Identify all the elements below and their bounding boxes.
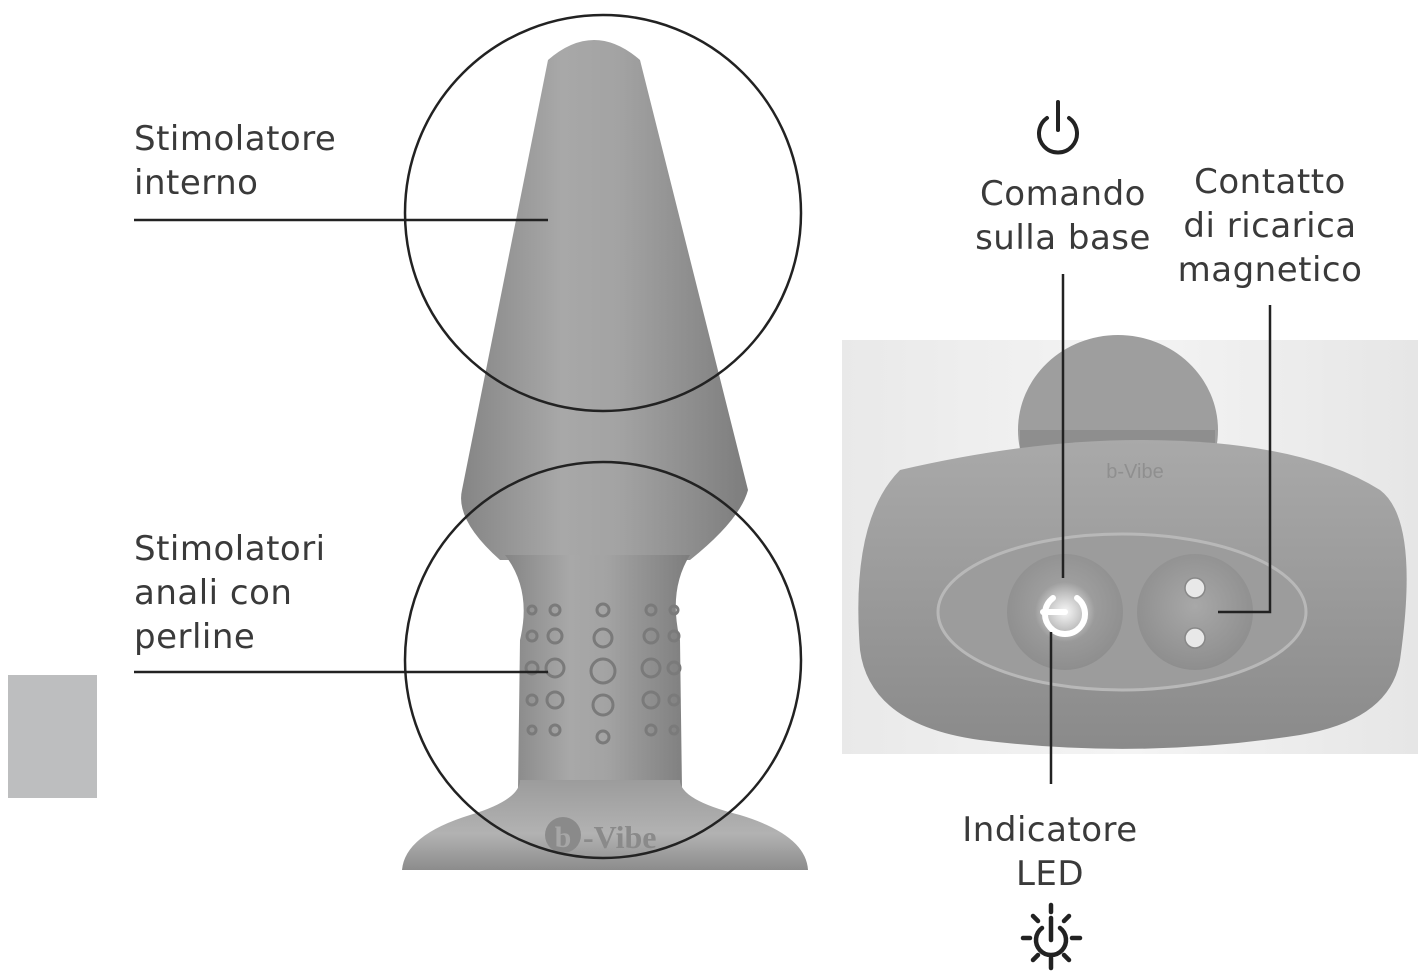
svg-text:-Vibe: -Vibe — [583, 819, 656, 855]
base-control-label: Comando sulla base — [975, 174, 1151, 258]
magnetic-charging-leader-line — [1218, 305, 1272, 614]
plug-illustration: b -Vibe — [402, 40, 808, 870]
plug-base — [402, 780, 808, 870]
plug-cone — [461, 40, 748, 560]
beaded-stimulators-callout-circle — [403, 460, 803, 860]
side-tab — [8, 675, 97, 798]
bead-grid — [524, 602, 682, 745]
led-indicator-label: Indicatore LED — [962, 810, 1138, 894]
internal-stimulator-label: Stimolatore interno — [134, 119, 337, 203]
beaded-stimulators-label: Stimolatori anali con perline — [134, 529, 326, 657]
internal-stimulator-callout-circle — [403, 13, 803, 413]
charging-contact — [1137, 554, 1253, 670]
plug-logo: b -Vibe — [545, 817, 656, 855]
magnetic-charging-label: Contatto di ricarica magnetico — [1177, 162, 1363, 290]
svg-text:b: b — [555, 821, 572, 854]
svg-text:b-Vibe: b-Vibe — [1106, 461, 1163, 483]
power-icon — [1037, 100, 1079, 155]
base-photo: b-Vibe — [842, 335, 1418, 754]
led-light-icon — [1020, 902, 1083, 971]
